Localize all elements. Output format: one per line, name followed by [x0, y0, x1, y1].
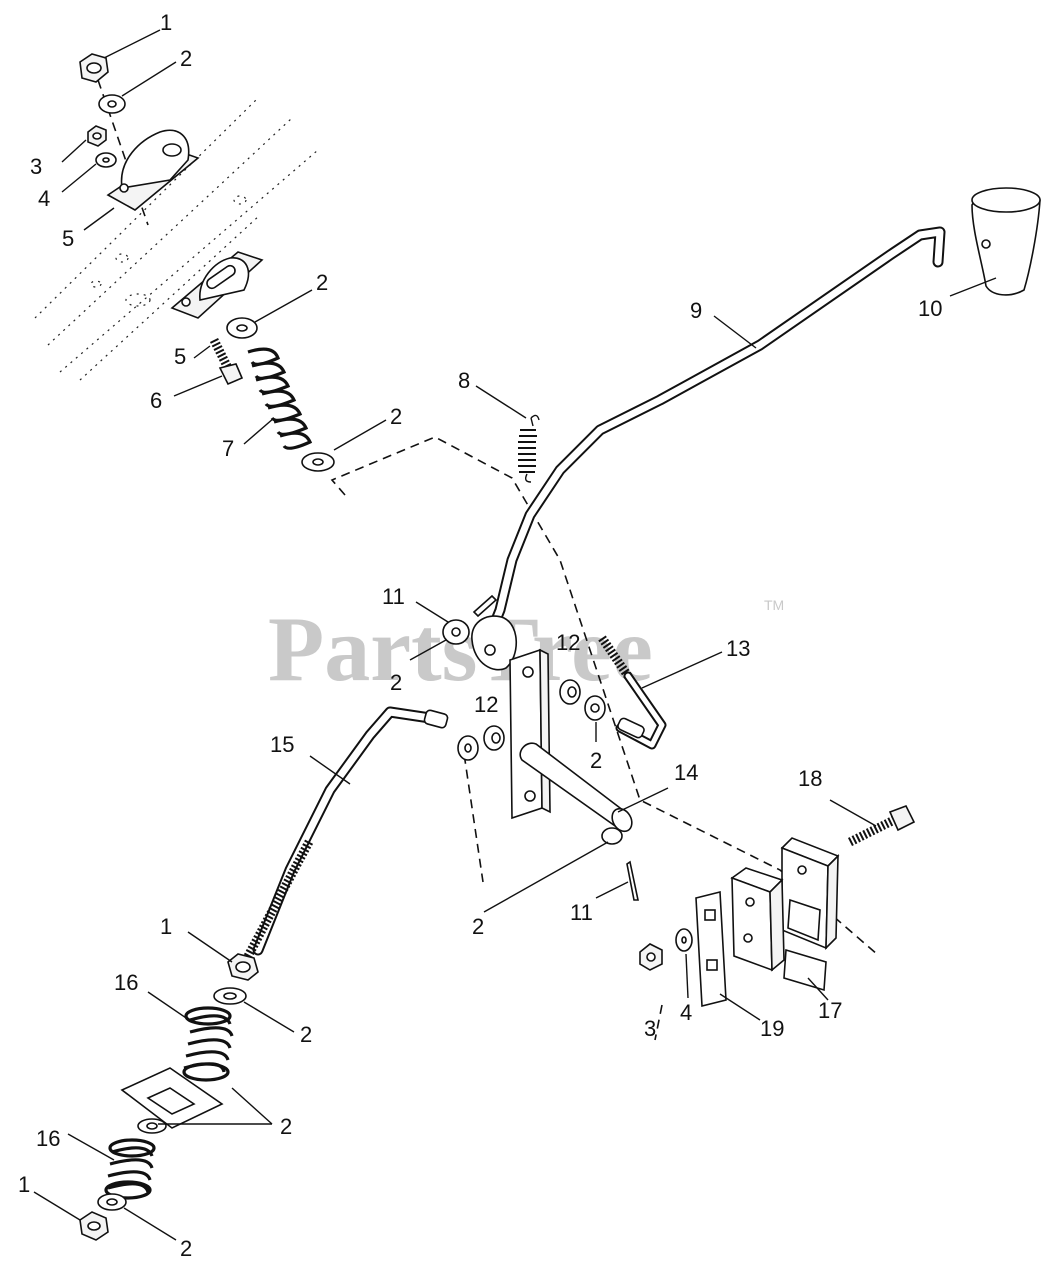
cotter-pin-upper	[472, 594, 498, 618]
bottom-washer	[97, 1193, 127, 1211]
compression-spring-middle	[182, 1006, 234, 1082]
lift-rod	[242, 706, 449, 963]
lock-washer-lower	[675, 928, 693, 952]
lock-nut	[79, 53, 109, 83]
mounting-bracket	[780, 837, 840, 992]
compression-spring-lower	[104, 1138, 156, 1200]
spring-plate	[120, 1067, 224, 1129]
callout-2: 2	[180, 46, 192, 71]
bracket-block	[730, 867, 785, 972]
callout-4: 4	[38, 186, 50, 211]
leader-lines	[33, 29, 997, 1241]
hex-nut-lower	[639, 943, 663, 971]
callout-2: 2	[180, 1236, 192, 1261]
flat-washer	[98, 94, 126, 114]
shift-lever-rod	[471, 226, 946, 671]
watermark-text: PartsTree	[268, 598, 653, 700]
callout-1: 1	[18, 1172, 30, 1197]
callout-3: 3	[30, 154, 42, 179]
callout-2: 2	[300, 1022, 312, 1047]
pivot-washer	[442, 619, 470, 645]
callout-17: 17	[818, 998, 842, 1023]
callout-6: 6	[150, 388, 162, 413]
callout-1: 1	[160, 914, 172, 939]
callout-8: 8	[458, 368, 470, 393]
callout-1: 1	[160, 10, 172, 35]
callout-2: 2	[316, 270, 328, 295]
callout-5: 5	[62, 226, 74, 251]
hex-nut	[87, 125, 107, 147]
callout-16: 16	[114, 970, 138, 995]
retainer-clip-upper	[559, 679, 581, 705]
lock-nut-bottom	[79, 1211, 109, 1241]
callout-2: 2	[390, 670, 402, 695]
control-rod	[598, 635, 667, 750]
adjustment-plate	[695, 890, 727, 1008]
callout-7: 7	[222, 436, 234, 461]
pivot-shaft	[519, 742, 633, 845]
lower-bracket	[170, 251, 264, 319]
callout-labels: 1 2 3 4 5 2 5 6 7 2 8 9 10 11 2 12 13 12…	[18, 10, 942, 1261]
retainer-clip-lower	[483, 725, 505, 751]
callout-3: 3	[644, 1016, 656, 1041]
callout-2: 2	[280, 1114, 292, 1139]
spring-washer-top	[226, 317, 258, 339]
callout-12: 12	[474, 692, 498, 717]
callout-12: 12	[556, 630, 580, 655]
callout-10: 10	[918, 296, 942, 321]
callout-11: 11	[570, 900, 593, 925]
spring-seat-washer	[213, 987, 247, 1005]
callout-18: 18	[798, 766, 822, 791]
carriage-bolt	[209, 337, 244, 386]
callout-2: 2	[390, 404, 402, 429]
callout-4: 4	[680, 1000, 692, 1025]
hex-bolt	[847, 804, 916, 847]
lever-knob	[971, 187, 1041, 296]
callout-15: 15	[270, 732, 294, 757]
callout-16: 16	[36, 1126, 60, 1151]
callout-14: 14	[674, 760, 698, 785]
retainer-washer	[584, 695, 606, 721]
lock-washer	[95, 152, 117, 168]
rod-washer	[457, 735, 479, 761]
callout-13: 13	[726, 636, 750, 661]
callout-5: 5	[174, 344, 186, 369]
watermark-trademark: TM	[764, 597, 784, 613]
frame-rail	[34, 97, 319, 381]
callout-19: 19	[760, 1016, 784, 1041]
callout-2: 2	[590, 748, 602, 773]
extension-spring	[518, 414, 540, 483]
cotter-pin-lower	[626, 860, 639, 901]
pivot-plate	[509, 648, 551, 820]
callout-11: 11	[382, 584, 405, 609]
lock-nut-middle	[227, 953, 259, 981]
spring-washer-bottom	[301, 452, 335, 472]
callout-2: 2	[472, 914, 484, 939]
compression-spring-upper	[247, 347, 313, 450]
upper-bracket	[106, 129, 200, 211]
lower-spring-washer	[137, 1118, 167, 1134]
callout-9: 9	[690, 298, 702, 323]
